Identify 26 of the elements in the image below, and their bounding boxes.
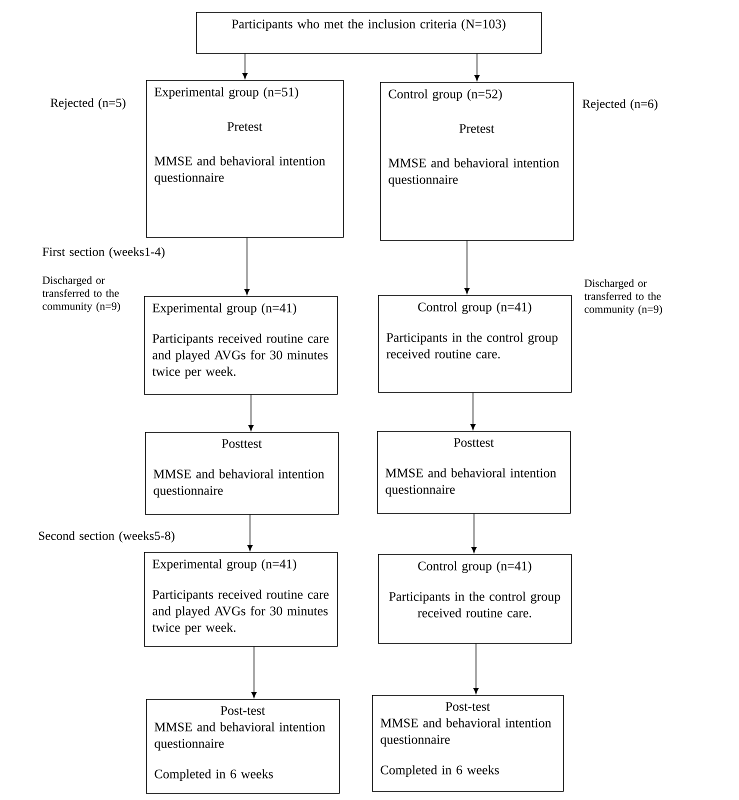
note-text: First section (weeks1-4) [42,247,165,259]
arrow [251,646,257,698]
arrow [470,392,476,430]
process-box: Post-test MMSE and behavioral intention questionnaire Completed in 6 weeks [372,695,564,792]
process-box: Control group (n=52) Pretest MMSE and behavioral intention questionnaire [380,82,574,241]
arrow [471,513,477,554]
note-text: Discharged or transferred to the community (n=9) [42,276,120,312]
process-box: Experimental group (n=41) Participants received routine care and played AVGs for 30 minutes twice per week. [144,552,338,647]
arrow [473,643,479,694]
process-box: Control group (n=41) Participants in the control group received routine care. [378,295,572,393]
arrow [474,53,480,82]
process-box: Control group (n=41) Participants in the control group received routine care. [378,554,572,644]
process-box: Participants who met the inclusion criteria (N=103) [196,12,542,54]
arrow [242,53,248,80]
arrow [464,240,470,294]
note-text: Discharged or transferred to the community (n=9) [584,279,662,316]
note-text: Second section (weeks5-8) [39,531,174,543]
process-box: Experimental group (n=41) Participants received routine care and played AVGs for 30 minutes twice per week. [144,296,338,395]
process-box: Experimental group (n=51) Pretest MMSE and behavioral intention questionnaire [146,80,344,238]
process-box: Posttest MMSE and behavioral intention questionnaire [145,432,339,515]
arrow [247,514,253,552]
process-box: Post-test MMSE and behavioral intention questionnaire Completed in 6 weeks [146,699,340,794]
process-box: Posttest MMSE and behavioral intention questionnaire [377,431,571,514]
arrow [244,237,250,296]
note-text: Rejected (n=5) [50,98,126,110]
arrow [248,394,254,432]
